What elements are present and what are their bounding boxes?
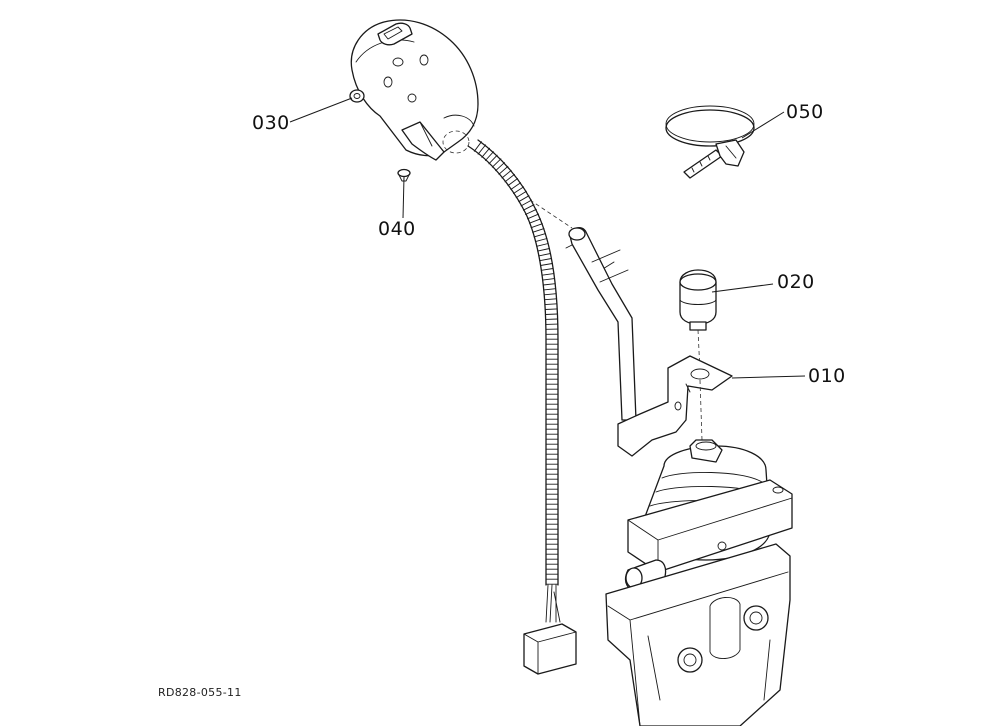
lever-rod xyxy=(568,226,637,421)
cable-rib xyxy=(544,303,558,306)
cable-rib xyxy=(543,288,557,291)
callout-010: 010 xyxy=(808,365,846,387)
cable-rib xyxy=(538,253,551,257)
cable-rib xyxy=(522,204,535,211)
cable-rib xyxy=(498,165,509,175)
cable-rib xyxy=(484,151,494,161)
cable-harness xyxy=(467,139,561,623)
cable-rib xyxy=(477,144,487,155)
drawing-id: RD828-055-11 xyxy=(158,686,242,699)
cable-rib xyxy=(527,213,540,220)
connector-block xyxy=(523,623,577,675)
cable-rib xyxy=(501,169,512,179)
cable-rib xyxy=(537,248,550,252)
cable-rib xyxy=(541,273,555,276)
cable-rib xyxy=(532,228,545,233)
cable-rib xyxy=(491,158,502,168)
cap-knob xyxy=(679,269,717,373)
cable-rib xyxy=(504,173,515,183)
cable-rib xyxy=(495,162,505,172)
bracket-plate xyxy=(617,355,733,457)
cable-rib xyxy=(536,243,549,247)
cable-rib xyxy=(473,141,482,152)
cable-rib xyxy=(543,293,557,296)
joystick-grip xyxy=(349,19,479,161)
cable-rib xyxy=(528,218,541,224)
cable-rib xyxy=(513,186,525,194)
cable-rib xyxy=(540,263,553,266)
cable-rib xyxy=(544,313,558,315)
callout-020: 020 xyxy=(777,271,815,293)
cable-rib xyxy=(540,268,554,271)
cable-rib xyxy=(542,283,556,286)
callout-040: 040 xyxy=(378,218,416,240)
cable-rib xyxy=(542,278,555,281)
cable-rib xyxy=(525,208,537,215)
cable-rib xyxy=(530,223,543,229)
hose-clamp-band xyxy=(665,105,755,179)
valve-body xyxy=(605,439,793,726)
cable-rib xyxy=(518,195,530,203)
cable-rib xyxy=(507,178,519,187)
cable-rib xyxy=(488,154,498,165)
leader-lines xyxy=(289,97,806,379)
cable-rib xyxy=(539,258,552,262)
callout-030: 030 xyxy=(252,112,290,134)
callout-050: 050 xyxy=(786,101,824,123)
cable-rib xyxy=(544,298,557,301)
cable-rib xyxy=(534,238,548,243)
cable-rib xyxy=(520,199,533,207)
cable-rib xyxy=(533,233,547,238)
cable-rib xyxy=(481,147,491,158)
cable-rib xyxy=(510,182,522,190)
cable-rib xyxy=(515,190,527,199)
cable-rib xyxy=(544,308,558,310)
